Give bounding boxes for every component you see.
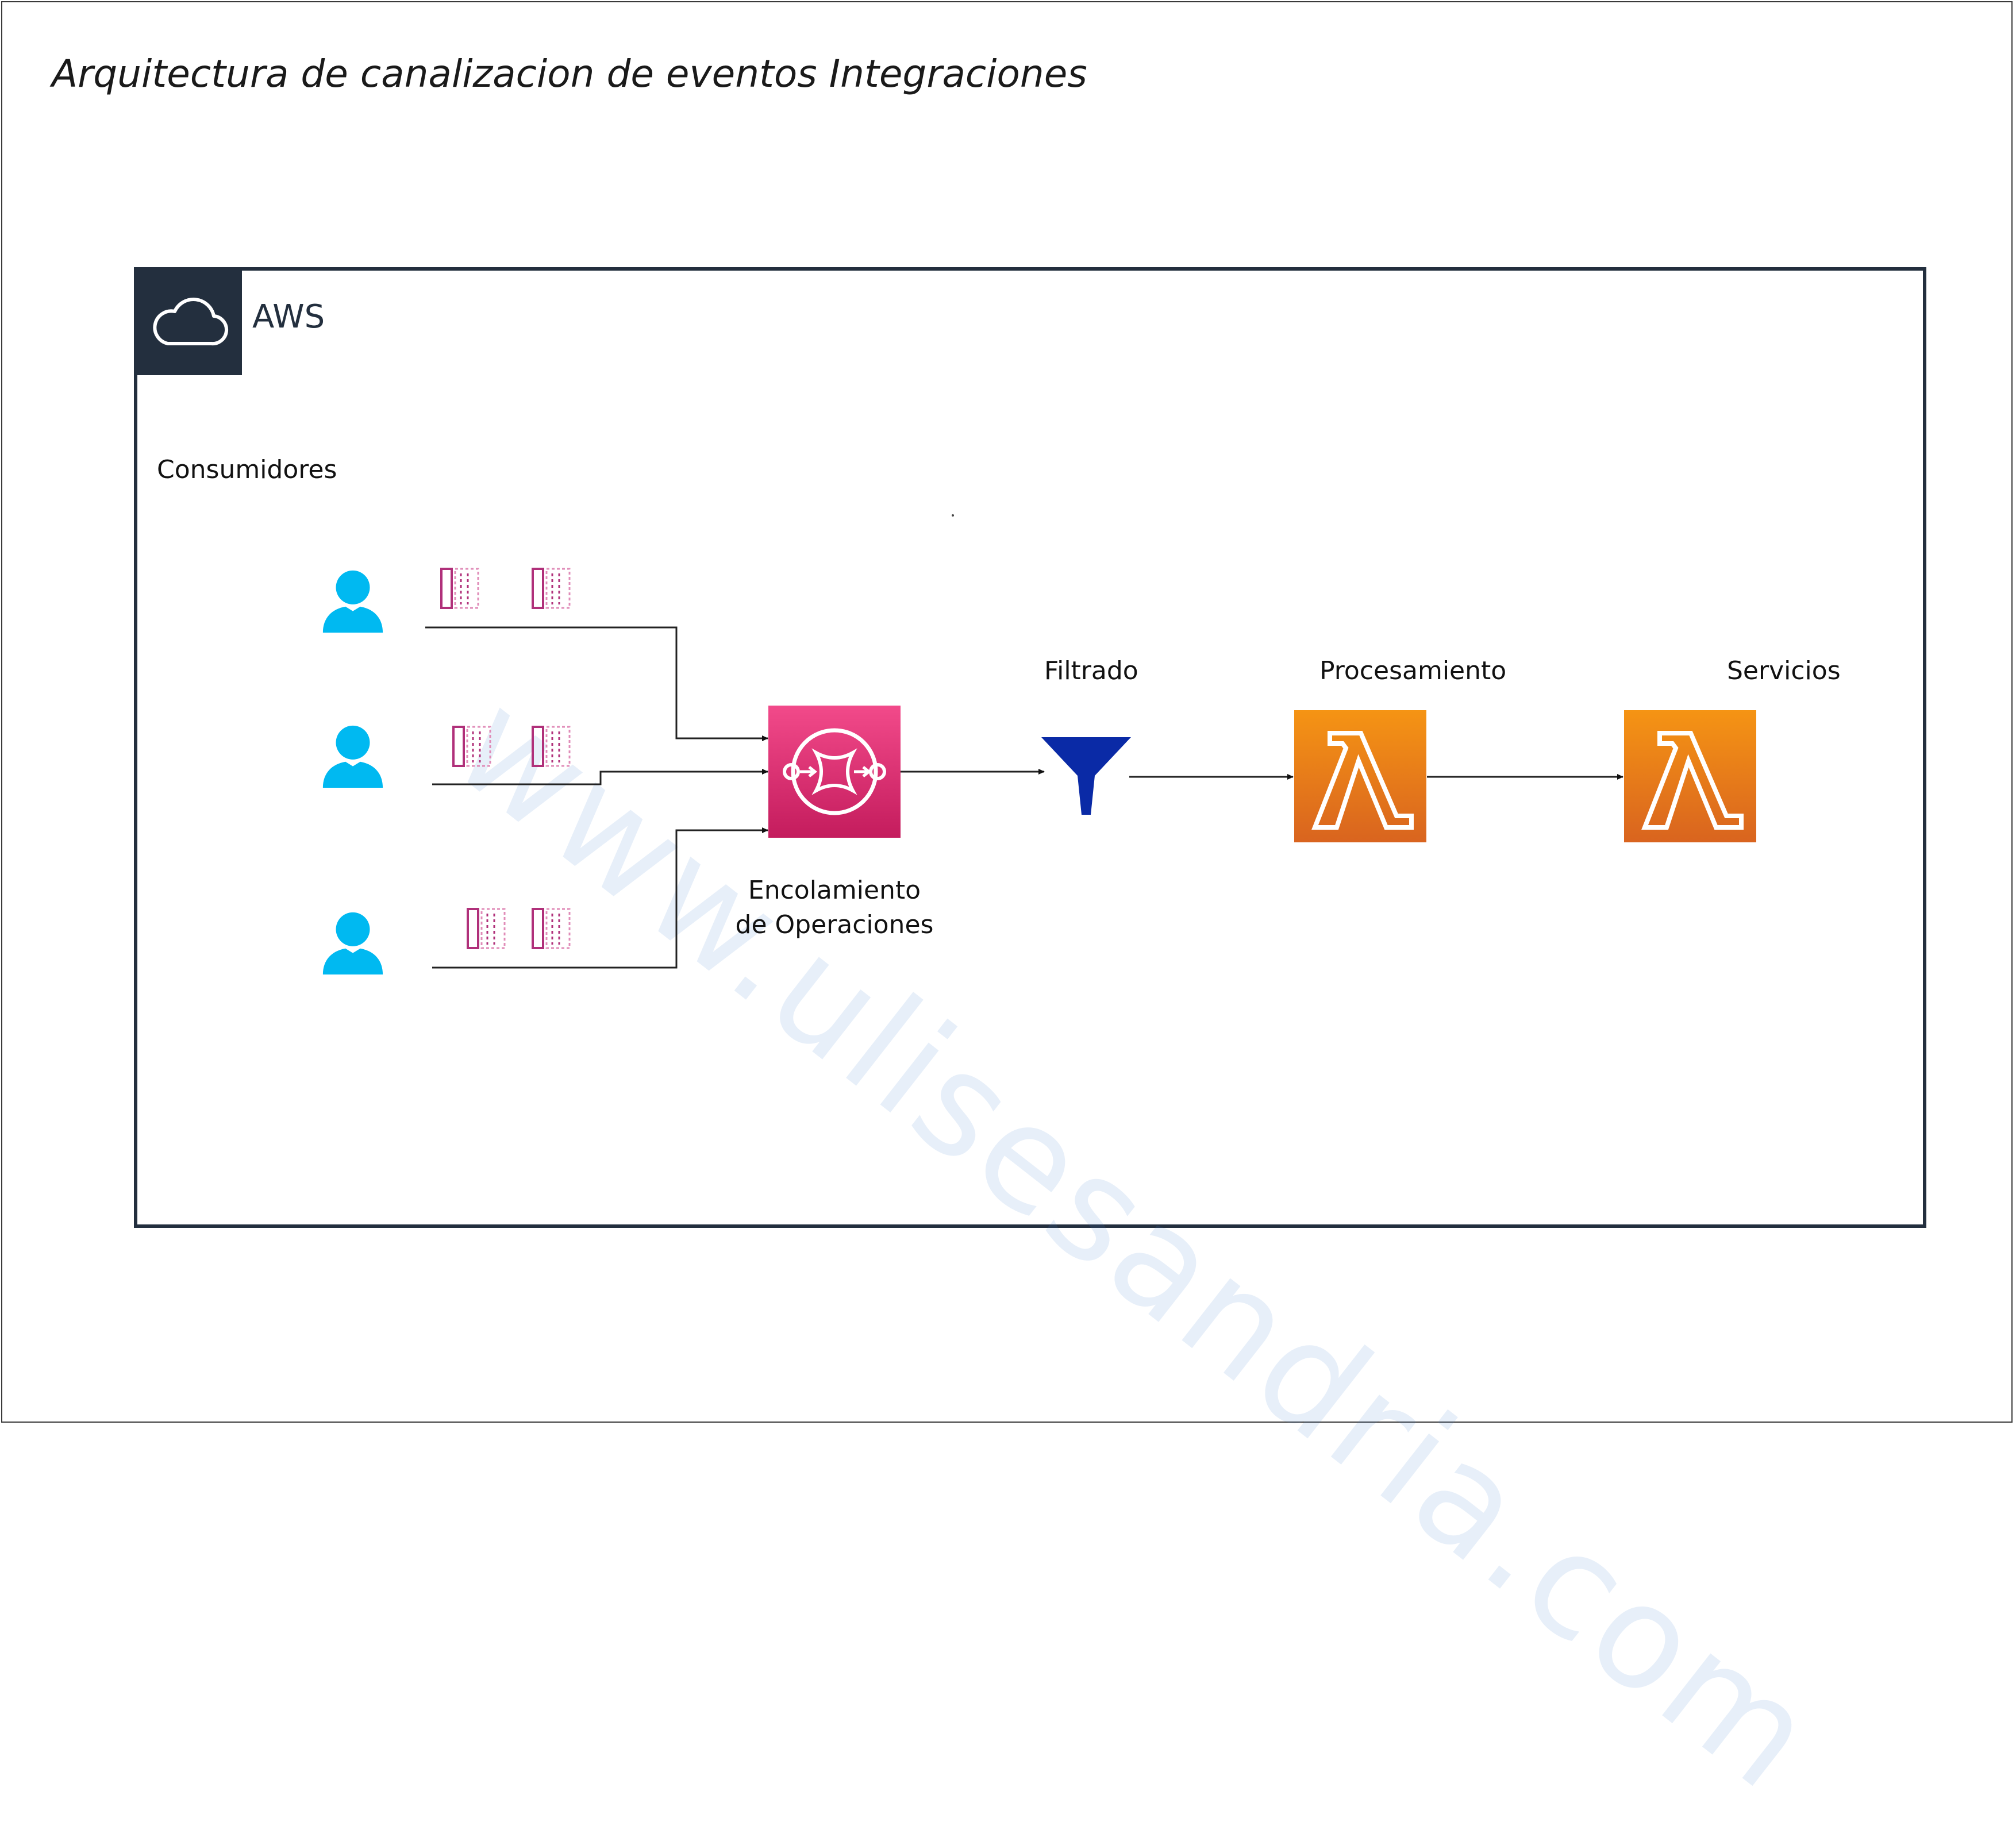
message-icon (532, 726, 571, 767)
filter-icon (1041, 737, 1131, 815)
message-icon (440, 568, 479, 609)
message-icon (532, 568, 571, 609)
aws-group-label: AWS (252, 298, 325, 336)
filter-label: Filtrado (1044, 656, 1138, 685)
user-icon (322, 570, 383, 633)
processing-label: Procesamiento (1319, 656, 1507, 685)
connector-user-3 (432, 827, 768, 969)
consumers-label: Consumidores (157, 455, 337, 484)
lambda-icon (1624, 710, 1756, 842)
connector-user-2 (432, 769, 768, 785)
page-frame (1, 1, 2013, 1423)
sqs-queue-icon (768, 706, 901, 838)
queue-label: Encolamiento de Operaciones (708, 873, 961, 942)
message-icon (467, 908, 506, 949)
stray-dot (952, 514, 954, 517)
message-icon (532, 908, 571, 949)
queue-label-line2: de Operaciones (735, 910, 934, 939)
cloud-icon (137, 271, 242, 375)
message-icon (452, 726, 491, 767)
diagram-canvas (322, 514, 2016, 975)
lambda-icon (1294, 710, 1426, 842)
connector-user-1 (425, 626, 768, 741)
page-title: Arquitectura de canalizacion de eventos … (52, 52, 1087, 96)
queue-label-line1: Encolamiento (748, 876, 921, 905)
user-icon (322, 912, 383, 975)
user-icon (322, 725, 383, 788)
services-label: Servicios (1727, 656, 1841, 685)
aws-cloud-group: AWS (134, 267, 1926, 1228)
